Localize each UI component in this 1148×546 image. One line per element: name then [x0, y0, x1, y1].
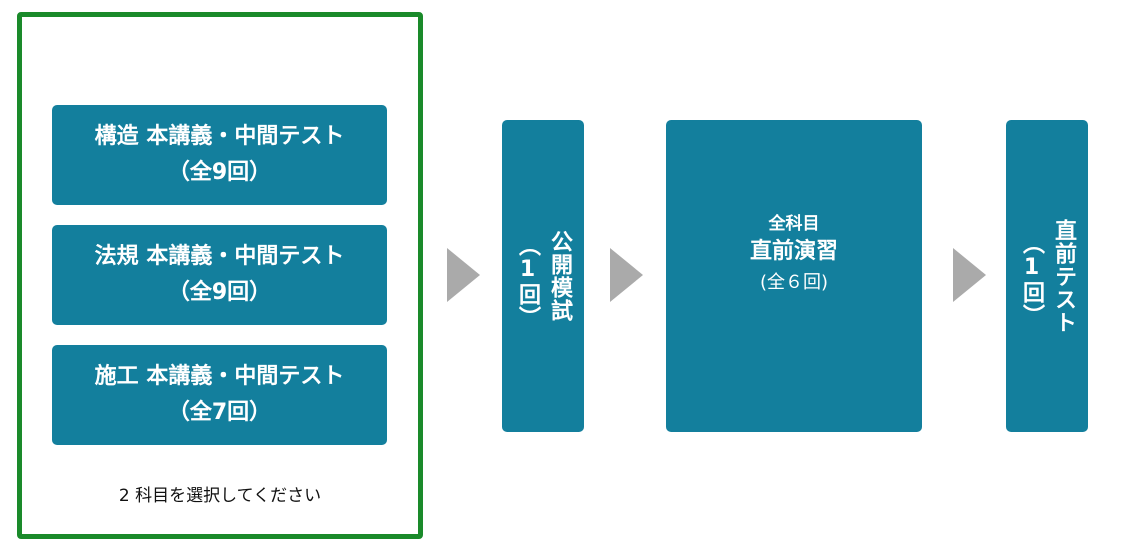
subject-count: （全7回） — [167, 400, 272, 425]
subject-count: （全9回） — [167, 160, 272, 185]
mock-exam-box: 公開模試 （1回） — [502, 120, 584, 432]
final-practice-count: (全６回) — [759, 272, 829, 293]
final-practice-scope: 全科目 — [768, 214, 820, 234]
subject-count: （全9回） — [167, 280, 272, 305]
subject-title: 法規 本講義・中間テスト — [94, 244, 345, 269]
mock-exam-count: （1回） — [515, 233, 540, 329]
selection-note: 2 科目を選択してください — [118, 486, 322, 506]
arrow-right-icon — [447, 248, 480, 302]
final-test-title: 直前テスト — [1051, 218, 1076, 334]
final-practice-box: 全科目 直前演習 (全６回) — [666, 120, 922, 432]
arrow-right-icon — [953, 248, 986, 302]
subject-title: 構造 本講義・中間テスト — [94, 124, 345, 149]
subject-title: 施工 本講義・中間テスト — [94, 364, 345, 389]
final-test-count: （1回） — [1019, 231, 1044, 327]
arrow-right-icon — [610, 248, 643, 302]
subject-box-construction: 施工 本講義・中間テスト （全7回） — [52, 345, 387, 445]
final-practice-title: 直前演習 — [749, 239, 838, 264]
subject-selection-frame — [17, 12, 423, 539]
subject-box-structure: 構造 本講義・中間テスト （全9回） — [52, 105, 387, 205]
mock-exam-title: 公開模試 — [547, 230, 572, 322]
final-test-box: 直前テスト （1回） — [1006, 120, 1088, 432]
subject-box-law: 法規 本講義・中間テスト （全9回） — [52, 225, 387, 325]
